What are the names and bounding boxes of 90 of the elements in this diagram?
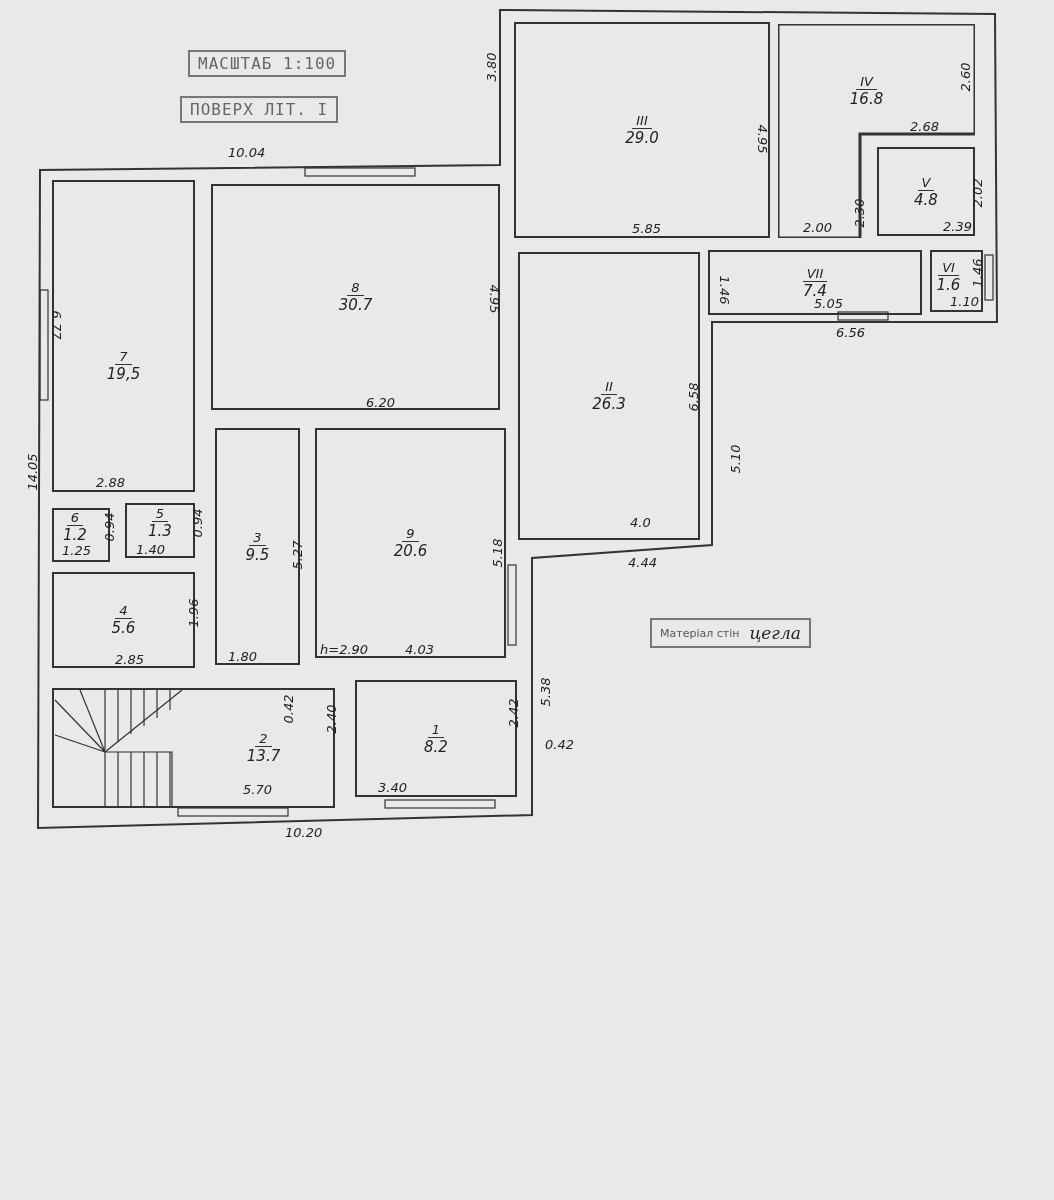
room-number: 6 [66,510,84,526]
dimension-label: h=2.90 [320,643,369,657]
room-number: VI [938,260,959,276]
room-outline [215,428,300,665]
stamp-caption: Матеріал стін [660,626,740,640]
dimension-label: 10.04 [228,146,266,160]
room-area: 16.8 [849,90,884,108]
room-area: 19,5 [106,365,141,383]
room-number: II [601,379,617,395]
dimension-label: 5.10 [729,444,744,474]
dimension-label: 1.40 [136,543,165,557]
dimension-label: 1.46 [717,275,732,305]
dimension-label: 0.94 [191,508,206,538]
room-outline [708,250,922,315]
room-number: 8 [347,280,364,296]
dimension-label: 6.20 [366,396,395,410]
room-number: VII [802,265,828,282]
dimension-label: 10.20 [285,826,323,840]
dimension-label: 4.95 [755,124,770,154]
room-outline [52,180,195,492]
room-area: 7.4 [803,281,827,300]
dimension-label: 2.00 [803,221,832,235]
room-outline [125,503,195,558]
room-area: 26.3 [592,395,626,413]
dimension-label: 14.05 [25,453,40,491]
room-number: 9 [402,526,419,542]
dimension-label: 3.40 [378,781,407,795]
dimension-label: 2.30 [853,198,868,228]
dimension-label: 2.68 [910,120,939,134]
dimension-label: 6.56 [836,326,865,340]
dimension-label: 0.94 [103,512,118,542]
stamp: МАСШТАБ 1:100 [188,50,347,77]
room-area: 13.7 [246,747,281,765]
dimension-label: 6.77 [49,310,64,340]
room-outline [355,680,517,797]
room-area: 1.2 [63,526,87,544]
room-area: 20.6 [393,542,428,560]
dimension-label: 2.42 [507,698,522,728]
room-outline [518,252,700,540]
dimension-label: 5.38 [539,677,554,707]
dimension-label: 6.58 [687,382,702,412]
room-number: 7 [115,349,132,365]
room-number: 5 [151,505,169,522]
room-outline [877,147,975,236]
room-area: 9.5 [245,545,270,564]
dimension-label: 1.10 [950,295,979,309]
room-area: 1.6 [936,276,961,294]
dimension-label: 4.44 [628,556,657,570]
dimension-label: 5.85 [632,222,661,236]
room-outline [514,22,770,238]
dimension-label: 1.80 [228,650,257,664]
dimension-label: 2.02 [971,178,986,208]
dimension-label: 4.03 [405,643,434,657]
dimension-label: 4.95 [487,284,502,314]
room-area: 8.2 [424,737,448,756]
dimension-label: 5.05 [814,297,843,311]
dimension-label: 2.85 [115,653,144,667]
room-outline [52,688,335,808]
stamp: ПОВЕРХ ЛІТ. I [180,96,339,123]
room-outline [211,184,500,410]
room-area: 1.3 [148,521,172,540]
room-number: 1 [427,721,445,738]
dimension-label: 0.42 [282,694,297,724]
dimension-label: 2.60 [959,62,974,92]
room-area: 5.6 [111,619,136,637]
room-number: III [632,113,652,129]
dimension-label: 0.42 [545,738,574,752]
dimension-label: 5.18 [491,538,506,568]
room-area: 30.7 [338,296,373,314]
dimension-label: 4.0 [630,516,651,530]
room-number: 4 [115,603,132,619]
dimension-label: 2.88 [96,476,125,490]
room-outline [315,428,506,658]
dimension-label: 5.70 [243,783,272,797]
room-area: 4.8 [914,190,938,209]
dimension-label: 1.46 [971,258,986,288]
dimension-label: 5.27 [291,540,306,570]
handwritten-value: цегла [749,623,801,643]
dimension-label: 2.39 [943,220,972,234]
room-number: 3 [249,529,266,546]
room-number: IV [856,74,877,90]
dimension-label: 2.40 [325,704,340,734]
dimension-label: 3.80 [485,52,500,82]
dimension-label: 1.25 [62,544,91,558]
dimension-label: 1.96 [187,598,202,628]
room-number: V [917,174,935,191]
room-area: 29.0 [625,129,659,147]
room-number: 2 [255,731,272,747]
room-outline [778,24,975,238]
room-outline [930,250,983,312]
